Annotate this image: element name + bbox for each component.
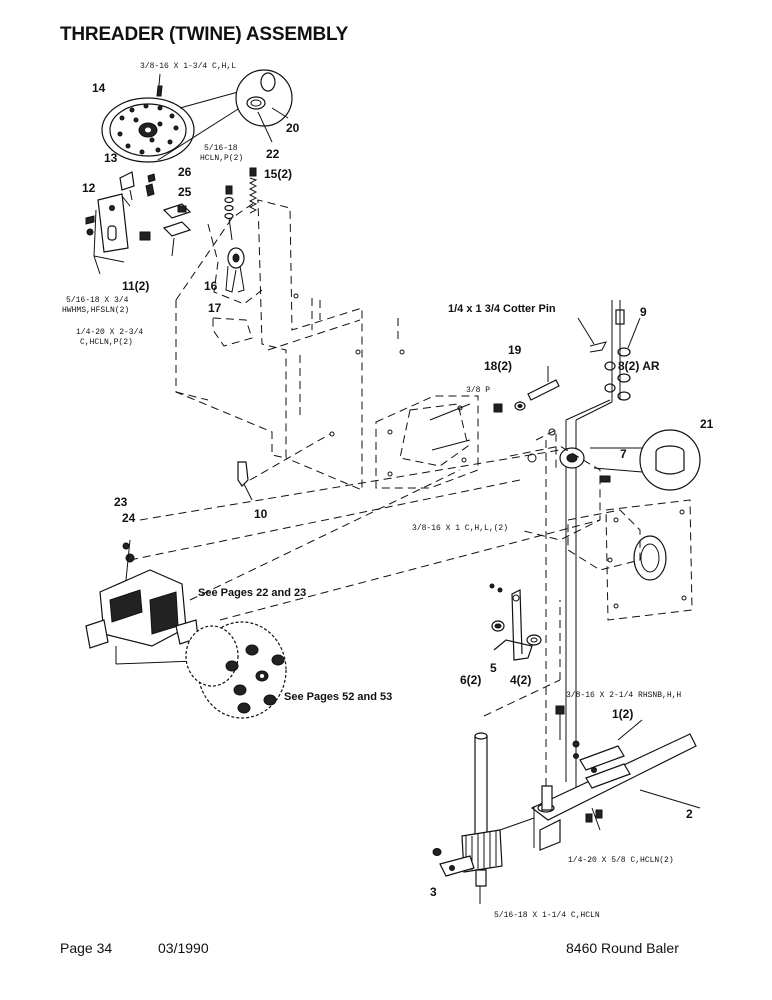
callout-22: 22	[266, 147, 280, 161]
callout-3: 3	[430, 885, 437, 899]
part-callouts: 1(2) 2 3 4(2) 5 6(2) 7 8(2) AR 9 10 11(2…	[82, 81, 714, 899]
twine-clips-11	[162, 203, 192, 257]
hardware-spec-labels: 3/8-16 X 1-3/4 C,H,L 5/16-18 HCLN,P(2) 5…	[62, 62, 681, 920]
callout-24: 24	[122, 511, 136, 525]
spec-hwhms-line2: HWHMS,HFSLN(2)	[62, 306, 129, 315]
spec-bolt-lower: 1/4-20 X 5/8 C,HCLN(2)	[568, 856, 674, 865]
footer-page-number: Page 34	[60, 940, 113, 956]
spec-bolt-c-line2: C,HCLN,P(2)	[80, 338, 133, 347]
twine-route-4	[189, 469, 461, 601]
spec-bolt-top: 3/8-16 X 1-3/4 C,H,L	[140, 62, 236, 71]
bolt-10	[237, 431, 335, 501]
cotter-pin	[577, 317, 607, 353]
spec-bolt-bottom: 5/16-18 X 1-1/4 C,HCLN	[494, 911, 600, 920]
twine-route-1	[139, 449, 561, 521]
callout-18: 18(2)	[484, 359, 512, 373]
guide-roller-16	[225, 247, 245, 293]
washer-detail-circle	[235, 69, 293, 127]
callout-13: 13	[104, 151, 118, 165]
callout-15: 15(2)	[264, 167, 292, 181]
spec-hcln-line1: 5/16-18	[204, 144, 238, 153]
arm-5	[489, 583, 542, 661]
callout-2: 2	[686, 807, 693, 821]
callout-25: 25	[178, 185, 192, 199]
footer-date: 03/1990	[158, 940, 209, 956]
gear-3	[432, 829, 503, 904]
callout-26: 26	[178, 165, 192, 179]
spec-hwhms-line1: 5/16-18 X 3/4	[66, 296, 129, 305]
callout-9: 9	[640, 305, 647, 319]
frame-panel	[175, 199, 405, 491]
callout-5: 5	[490, 661, 497, 675]
vertical-shaft	[545, 300, 621, 800]
callout-4: 4(2)	[510, 673, 531, 687]
lower-drive-shaft	[474, 600, 561, 847]
springs-15	[248, 167, 258, 214]
callout-10: 10	[254, 507, 268, 521]
sprocket	[185, 621, 287, 719]
reference-notes: See Pages 22 and 23 See Pages 52 and 53	[198, 587, 392, 703]
bracket-12	[85, 193, 151, 253]
twine-route-2	[129, 479, 521, 561]
shaft-19	[527, 366, 560, 401]
callout-1: 1(2)	[612, 707, 633, 721]
bearing-plate-right	[567, 499, 693, 621]
bearing-plate-left	[375, 395, 479, 489]
twine-route-3	[219, 519, 601, 621]
hardware-stack	[224, 185, 234, 241]
callout-7: 7	[620, 447, 627, 461]
spec-pin-3-8: 3/8 P	[466, 386, 490, 395]
footer-model: 8460 Round Baler	[566, 940, 679, 956]
callout-12: 12	[82, 181, 96, 195]
spec-hcln-line2: HCLN,P(2)	[200, 154, 243, 163]
callout-16: 16	[204, 279, 218, 293]
see-pages-52-53: See Pages 52 and 53	[284, 691, 392, 703]
gearbox	[85, 539, 221, 665]
callout-21: 21	[700, 417, 714, 431]
bolt-7	[599, 475, 611, 483]
spec-bolt-c-line1: 1/4-20 X 2-3/4	[76, 328, 143, 337]
washer-stack-8-9	[604, 309, 641, 401]
lever-arm-2	[499, 733, 697, 851]
see-pages-22-23: See Pages 22 and 23	[198, 587, 306, 599]
pin-3-8	[493, 403, 503, 413]
page-title: THREADER (TWINE) ASSEMBLY	[60, 24, 349, 45]
callout-19: 19	[508, 343, 522, 357]
spec-bolt-rhsnb: 3/8-16 X 2-1/4 RHSNB,H,H	[566, 691, 681, 700]
twine-disk-14	[101, 97, 195, 163]
spec-cotter-pin: 1/4 x 1 3/4 Cotter Pin	[448, 303, 556, 315]
callout-17: 17	[208, 301, 222, 315]
callout-20: 20	[286, 121, 300, 135]
bearing-housing-center	[509, 428, 601, 541]
callout-8: 8(2) AR	[618, 359, 660, 373]
callout-14: 14	[92, 81, 106, 95]
callout-11: 11(2)	[122, 279, 149, 293]
callout-23: 23	[114, 495, 128, 509]
spec-bolt-mid: 3/8-16 X 1 C,H,L,(2)	[412, 524, 508, 533]
brackets-1	[555, 705, 643, 789]
bushing-detail-21	[590, 429, 701, 491]
callout-6: 6(2)	[460, 673, 481, 687]
